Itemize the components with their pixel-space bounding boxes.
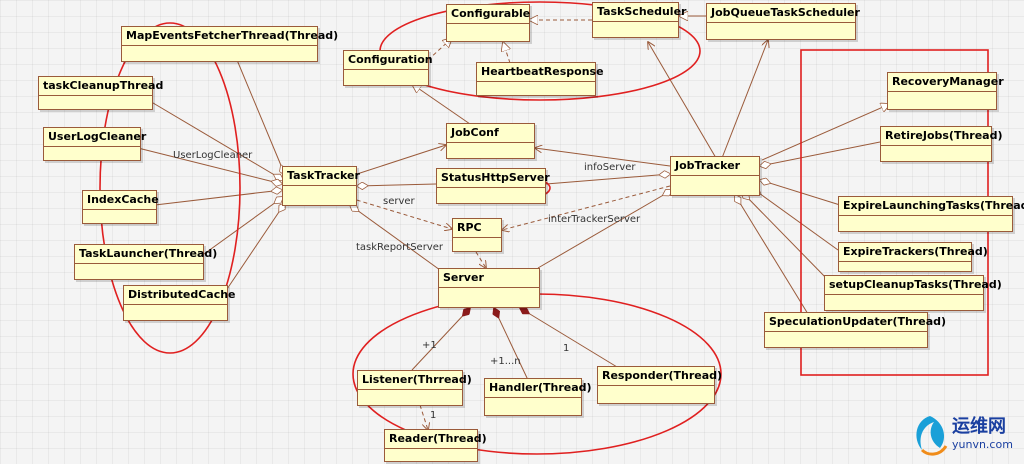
edge-jobconf-configuration [412, 84, 471, 125]
class-name: HeartbeatResponse [477, 63, 604, 82]
edge-jobtracker-taskscheduler [648, 42, 717, 159]
class-name: Listener(Thrread) [358, 371, 472, 390]
edge-tt-tasklauncher [203, 197, 283, 255]
class-name: JobConf [447, 124, 534, 143]
label-multiplicity-listener: +1 [422, 340, 437, 351]
edge-tt-userlogcleaner [137, 147, 282, 184]
class-name: MapEventsFetcherThread(Thread) [122, 27, 338, 46]
class-task-scheduler[interactable]: TaskScheduler [592, 2, 686, 38]
class-handler-thread[interactable]: Handler(Thread) [484, 378, 592, 416]
class-configurable[interactable]: Configurable [446, 4, 530, 42]
class-name: Server [439, 269, 539, 288]
edge-jobtracker-expiretrackers [752, 188, 839, 251]
class-heartbeat-response[interactable]: HeartbeatResponse [476, 62, 604, 96]
class-name: JobQueueTaskScheduler [707, 4, 860, 23]
label-multiplicity-responder: 1 [563, 343, 570, 354]
class-name: RetireJobs(Thread) [881, 127, 1003, 146]
class-job-tracker[interactable]: JobTracker [670, 156, 760, 196]
class-name: ExpireTrackers(Thread) [839, 243, 988, 262]
class-name: DistributedCache [124, 286, 236, 305]
edge-jobtracker-speculation [735, 195, 809, 315]
edge-server-handler [494, 308, 529, 381]
class-name: SpeculationUpdater(Thread) [765, 313, 946, 332]
label-server: server [383, 196, 415, 207]
class-name: Configuration [344, 51, 433, 70]
class-name: Handler(Thread) [485, 379, 592, 398]
class-reader-thread[interactable]: Reader(Thread) [384, 429, 487, 462]
class-task-tracker[interactable]: TaskTracker [282, 166, 360, 206]
class-job-queue-task-scheduler[interactable]: JobQueueTaskScheduler [706, 3, 860, 40]
edge-heartbeat-configurable [503, 42, 510, 64]
class-name: TaskLauncher(Thread) [75, 245, 217, 264]
edge-rpc-server [475, 251, 486, 268]
class-map-events-fetcher-thread[interactable]: MapEventsFetcherThread(Thread) [121, 26, 338, 62]
edge-jobtracker-expirelaunch [760, 180, 841, 206]
edge-tt-indexcache [154, 190, 282, 206]
class-listener-thread[interactable]: Listener(Thrread) [357, 370, 472, 406]
edge-jobtracker-jqts [721, 40, 768, 159]
edge-jobtracker-recovery [761, 104, 890, 161]
edge-tt-distcache [222, 203, 285, 296]
class-name: StatusHttpServer [437, 169, 550, 188]
edge-configuration-configurable [427, 38, 452, 61]
class-speculation-updater-thread[interactable]: SpeculationUpdater(Thread) [764, 312, 946, 348]
edge-jobtracker-retirejobs [760, 141, 881, 166]
class-job-conf[interactable]: JobConf [446, 123, 535, 159]
edge-jobtracker-statushttp [545, 174, 670, 185]
class-name: RPC [453, 219, 501, 238]
label-multiplicity-reader: 1 [430, 410, 437, 421]
class-index-cache[interactable]: IndexCache [82, 190, 159, 224]
class-user-log-cleaner[interactable]: UserLogCleaner [43, 127, 146, 161]
class-name: Reader(Thread) [385, 430, 487, 449]
label-user-log-cleaner: UserLogCleaner [173, 150, 253, 161]
label-inter-tracker-server: interTrackerServer [548, 214, 641, 225]
class-distributed-cache[interactable]: DistributedCache [123, 285, 236, 321]
edge-jobtracker-jobconf [535, 148, 671, 167]
class-server[interactable]: Server [438, 268, 540, 308]
class-name: IndexCache [83, 191, 159, 210]
class-name: Configurable [447, 5, 530, 24]
edge-tt-server [350, 205, 441, 271]
class-name: UserLogCleaner [44, 128, 146, 147]
class-name: RecoveryManager [888, 73, 1004, 92]
class-name: setupCleanupTasks(Thread) [825, 276, 1002, 295]
edge-tt-taskcleanup [147, 99, 283, 180]
class-retire-jobs-thread[interactable]: RetireJobs(Thread) [880, 126, 1003, 162]
class-expire-launching-tasks-thread[interactable]: ExpireLaunchingTasks(Thread) [838, 196, 1024, 232]
edge-jobtracker-server [537, 190, 672, 269]
label-multiplicity-handler: +1...n [490, 356, 521, 367]
class-rpc[interactable]: RPC [452, 218, 502, 252]
class-name: ExpireLaunchingTasks(Thread) [839, 197, 1024, 216]
class-status-http-server[interactable]: StatusHttpServer [436, 168, 550, 204]
edge-listener-reader [419, 404, 428, 430]
class-name: TaskTracker [283, 167, 360, 186]
class-name: TaskScheduler [593, 3, 686, 22]
edge-tt-jobconf [356, 145, 446, 175]
watermark-url: yunvn.com [952, 438, 1013, 451]
edge-tt-statushttp [357, 184, 437, 186]
class-task-cleanup-thread[interactable]: taskCleanupThread [38, 76, 163, 110]
edge-jobtracker-rpc [502, 185, 671, 230]
watermark-logo: 运维网 yunvn.com [908, 412, 1018, 460]
class-setup-cleanup-tasks-thread[interactable]: setupCleanupTasks(Thread) [824, 275, 1002, 311]
label-info-server: infoServer [584, 162, 636, 173]
label-task-report-server: taskReportServer [356, 242, 443, 253]
watermark-swirl-icon [916, 416, 948, 456]
highlight-tasktracker-threads [99, 22, 241, 354]
watermark-title: 运维网 [952, 416, 1006, 437]
edge-jobtracker-setupcleanup [742, 192, 831, 283]
edge-tt-rpc [349, 197, 452, 229]
class-recovery-manager[interactable]: RecoveryManager [887, 72, 1004, 110]
edge-server-listener [411, 308, 470, 371]
class-expire-trackers-thread[interactable]: ExpireTrackers(Thread) [838, 242, 988, 272]
class-configuration[interactable]: Configuration [343, 50, 433, 86]
class-name: taskCleanupThread [39, 77, 163, 96]
class-name: JobTracker [671, 157, 759, 176]
class-responder-thread[interactable]: Responder(Thread) [597, 366, 722, 404]
class-name: Responder(Thread) [598, 367, 722, 386]
class-task-launcher-thread[interactable]: TaskLauncher(Thread) [74, 244, 217, 280]
edge-tt-mapevents [231, 47, 285, 175]
edge-server-responder [520, 308, 623, 371]
